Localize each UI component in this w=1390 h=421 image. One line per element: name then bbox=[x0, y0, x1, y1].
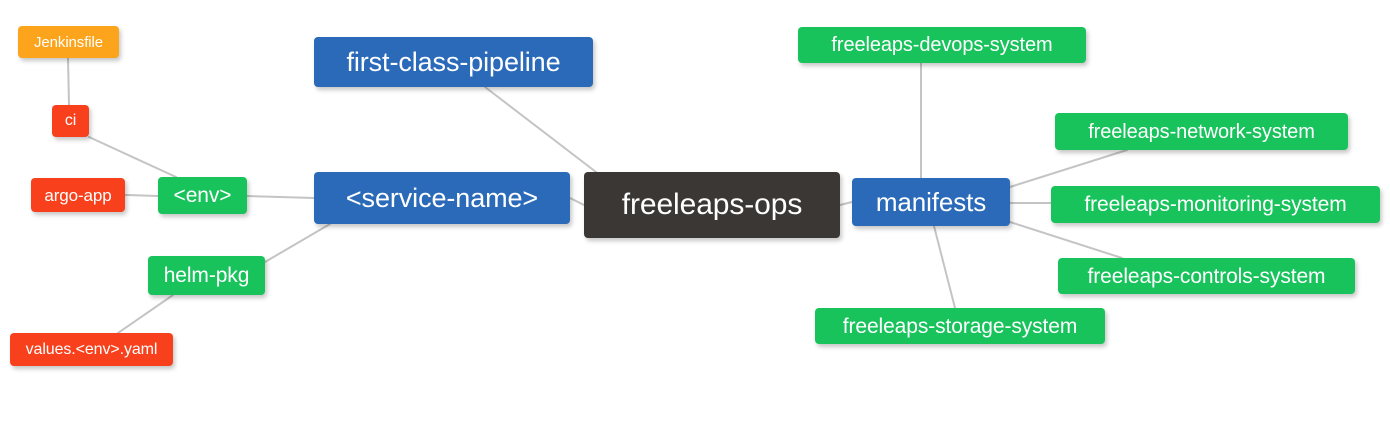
node-label-helm-pkg: helm-pkg bbox=[163, 264, 250, 287]
node-first-class-pipeline[interactable]: first-class-pipeline bbox=[314, 37, 593, 87]
node-label-ci: ci bbox=[64, 112, 77, 129]
node-values-yaml[interactable]: values.<env>.yaml bbox=[10, 333, 173, 366]
node-freeleaps-controls-system[interactable]: freeleaps-controls-system bbox=[1058, 258, 1355, 294]
edge-helm-pkg-to-values-yaml bbox=[117, 294, 174, 334]
node-label-freeleaps-ops: freeleaps-ops bbox=[621, 188, 803, 221]
node-label-first-class-pipeline: first-class-pipeline bbox=[346, 46, 561, 77]
edge-ci-to-jenkinsfile bbox=[67, 57, 70, 106]
node-jenkinsfile[interactable]: Jenkinsfile bbox=[18, 26, 119, 58]
node-manifests[interactable]: manifests bbox=[852, 178, 1010, 226]
node-argo-app[interactable]: argo-app bbox=[31, 178, 125, 212]
node-label-freeleaps-storage-system: freeleaps-storage-system bbox=[842, 314, 1078, 338]
node-label-service-name: <service-name> bbox=[345, 182, 539, 213]
node-ci[interactable]: ci bbox=[52, 105, 89, 137]
node-label-values-yaml: values.<env>.yaml bbox=[25, 340, 158, 358]
node-label-argo-app: argo-app bbox=[44, 185, 112, 205]
node-freeleaps-ops[interactable]: freeleaps-ops bbox=[584, 172, 840, 238]
node-service-name[interactable]: <service-name> bbox=[314, 172, 570, 224]
node-env[interactable]: <env> bbox=[158, 177, 247, 214]
edge-freeleaps-ops-to-manifests bbox=[839, 201, 853, 206]
node-freeleaps-network-system[interactable]: freeleaps-network-system bbox=[1055, 113, 1348, 150]
edge-env-to-ci bbox=[88, 136, 177, 178]
edge-manifests-to-freeleaps-controls-system bbox=[1009, 221, 1123, 259]
node-freeleaps-monitoring-system[interactable]: freeleaps-monitoring-system bbox=[1051, 186, 1380, 223]
edge-manifests-to-freeleaps-storage-system bbox=[933, 225, 956, 309]
edge-manifests-to-freeleaps-network-system bbox=[1009, 149, 1128, 188]
node-label-freeleaps-devops-system: freeleaps-devops-system bbox=[831, 34, 1053, 56]
edge-freeleaps-ops-to-service-name bbox=[569, 197, 585, 206]
node-label-freeleaps-controls-system: freeleaps-controls-system bbox=[1087, 264, 1326, 288]
node-label-freeleaps-monitoring-system: freeleaps-monitoring-system bbox=[1084, 193, 1347, 216]
node-label-env: <env> bbox=[173, 184, 232, 207]
edge-service-name-to-helm-pkg bbox=[264, 223, 331, 263]
node-label-jenkinsfile: Jenkinsfile bbox=[34, 33, 103, 51]
node-label-manifests: manifests bbox=[875, 187, 987, 217]
edge-service-name-to-env bbox=[246, 195, 315, 199]
node-label-freeleaps-network-system: freeleaps-network-system bbox=[1088, 120, 1315, 143]
edge-freeleaps-ops-to-first-class-pipeline bbox=[484, 86, 597, 173]
edge-env-to-argo-app bbox=[124, 194, 159, 197]
node-freeleaps-storage-system[interactable]: freeleaps-storage-system bbox=[815, 308, 1105, 344]
node-helm-pkg[interactable]: helm-pkg bbox=[148, 256, 265, 295]
node-freeleaps-devops-system[interactable]: freeleaps-devops-system bbox=[798, 27, 1086, 63]
